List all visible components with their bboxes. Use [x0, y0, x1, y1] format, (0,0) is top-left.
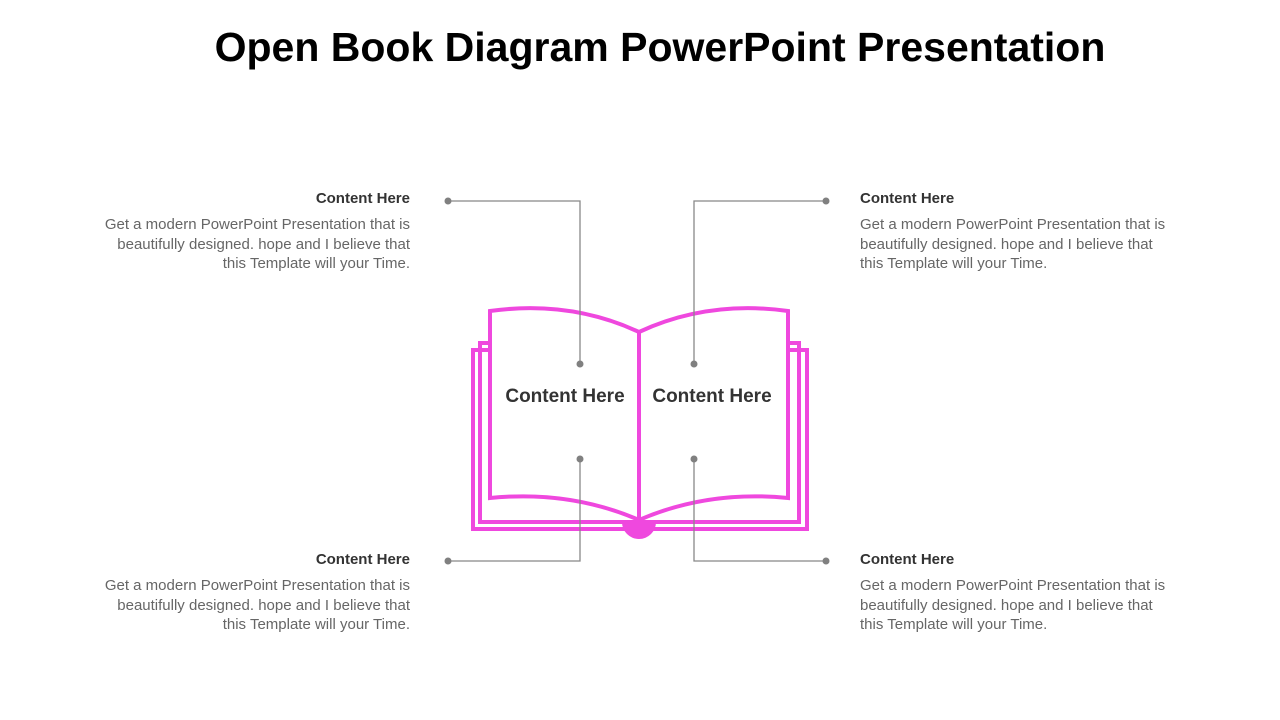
content-block-top-left: Content Here Get a modern PowerPoint Pre…: [90, 190, 410, 274]
block-text: Get a modern PowerPoint Presentation tha…: [860, 577, 1166, 633]
block-heading: Content Here: [315, 190, 410, 207]
block-text: Get a modern PowerPoint Presentation tha…: [104, 216, 410, 272]
book-spine-bookmark: [622, 522, 656, 539]
connector-dots: [444, 197, 830, 565]
block-heading: Content Here: [315, 551, 410, 568]
block-heading: Content Here: [860, 190, 955, 207]
block-text: Get a modern PowerPoint Presentation tha…: [104, 577, 410, 633]
block-text: Get a modern PowerPoint Presentation tha…: [860, 216, 1166, 272]
page-title: Open Book Diagram PowerPoint Presentatio…: [214, 24, 1106, 70]
left-page-label: Content Here: [505, 386, 625, 407]
content-block-bottom-left: Content Here Get a modern PowerPoint Pre…: [90, 551, 410, 635]
block-heading: Content Here: [860, 551, 955, 568]
content-block-top-right: Content Here Get a modern PowerPoint Pre…: [860, 190, 1180, 274]
book-icon: [471, 306, 809, 531]
connector-lines: [448, 200, 826, 562]
content-block-bottom-right: Content Here Get a modern PowerPoint Pre…: [860, 551, 1180, 635]
right-page-label: Content Here: [652, 386, 772, 407]
